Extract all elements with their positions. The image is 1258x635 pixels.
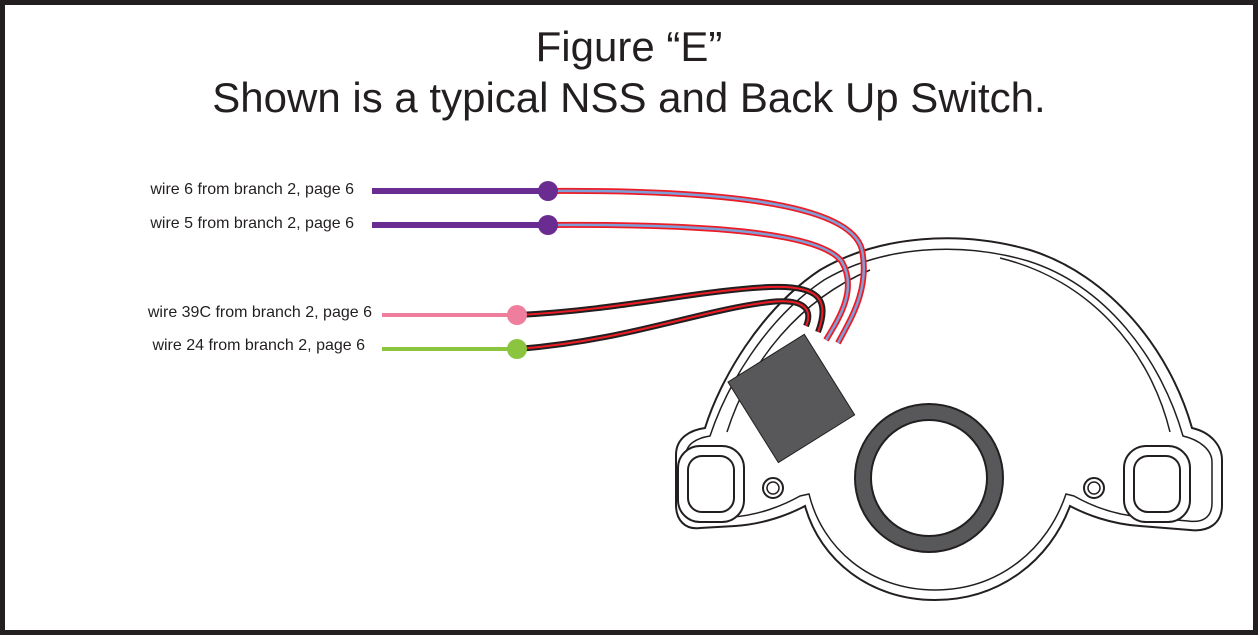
splice-dot-wire-5 [538, 215, 558, 235]
neutral-safety-switch [675, 237, 1223, 602]
wire-label-39c: wire 39C from branch 2, page 6 [147, 304, 372, 321]
splice-dot-wire-39c [507, 305, 527, 325]
switch-upper-arc [726, 269, 871, 433]
wire-label-5: wire 5 from branch 2, page 6 [150, 215, 354, 232]
left-screw-hole-inner [766, 481, 780, 495]
wire-label-6: wire 6 from branch 2, page 6 [150, 181, 354, 198]
harness-wire-5-core [547, 223, 850, 341]
switch-upper-arc-right [999, 257, 1171, 433]
switch-body-inner-outline [685, 248, 1213, 591]
right-screw-hole-inner [1087, 481, 1101, 495]
left-mount-slot-inner [687, 455, 735, 513]
wire-label-24: wire 24 from branch 2, page 6 [152, 337, 365, 354]
right-mount-slot-inner [1133, 455, 1181, 513]
harness-wire-24-core [517, 300, 810, 350]
splice-dot-wire-24 [507, 339, 527, 359]
center-grommet-hole [870, 419, 988, 537]
lead-wires [372, 181, 558, 359]
harness-wire-6-core [547, 189, 866, 344]
harness-wires [517, 187, 867, 352]
switch-connector [727, 333, 856, 464]
splice-dot-wire-6 [538, 181, 558, 201]
figure-subtitle: Shown is a typical NSS and Back Up Switc… [212, 74, 1046, 121]
harness-wire-39c-core [517, 285, 824, 333]
figure-title: Figure “E” [535, 23, 723, 70]
